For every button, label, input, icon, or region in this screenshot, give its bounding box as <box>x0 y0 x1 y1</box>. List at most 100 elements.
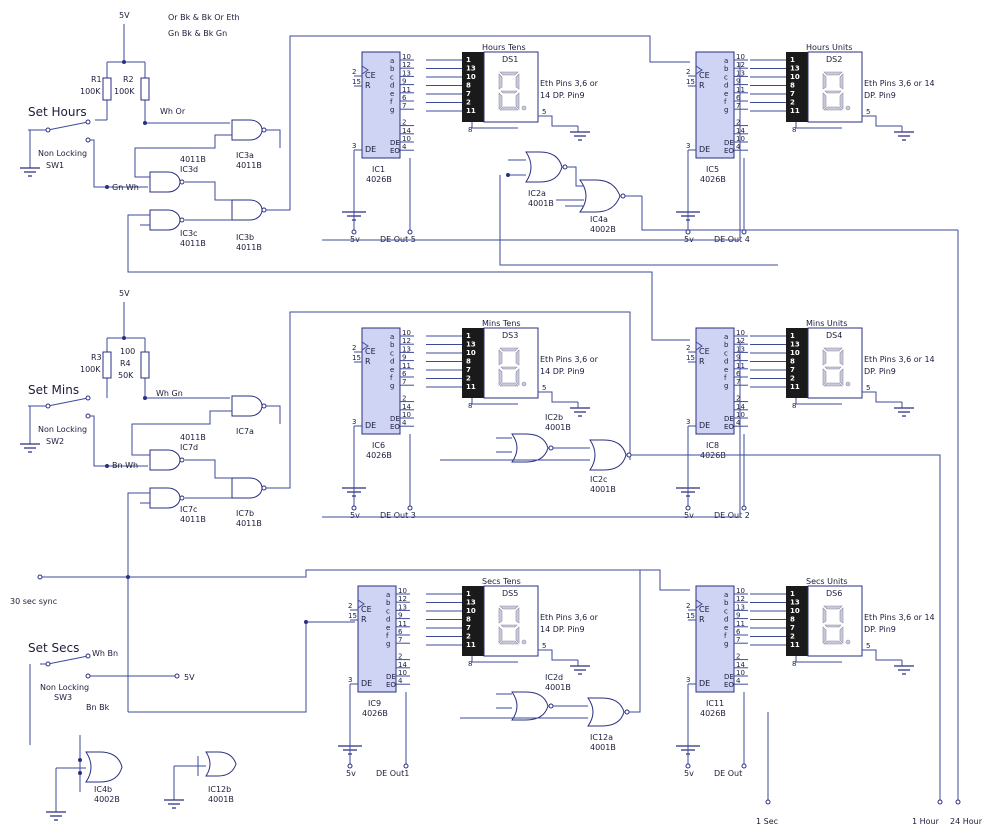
svg-text:12: 12 <box>402 61 411 69</box>
svg-text:d: d <box>724 358 728 366</box>
svg-text:2: 2 <box>402 395 406 403</box>
nor-ic2a <box>525 151 563 183</box>
svg-text:15: 15 <box>686 354 695 362</box>
svg-text:b: b <box>390 65 395 73</box>
svg-text:IC3b: IC3b <box>236 233 254 242</box>
svg-text:11: 11 <box>466 107 476 115</box>
svg-text:8: 8 <box>468 126 472 134</box>
nand-ic7d <box>149 449 181 471</box>
svg-text:7: 7 <box>790 366 795 374</box>
svg-text:10: 10 <box>790 349 800 357</box>
svg-text:2: 2 <box>686 68 690 76</box>
svg-text:a: a <box>724 333 728 341</box>
svg-text:2: 2 <box>352 344 356 352</box>
svg-text:8: 8 <box>466 358 471 366</box>
mins-set-section: 5V R3 100K 100 R4 50K Wh Gn Set Mins Non… <box>20 289 631 577</box>
svg-text:14: 14 <box>402 127 411 135</box>
svg-text:12: 12 <box>736 595 745 603</box>
resistor-r2 <box>140 77 150 101</box>
svg-text:11: 11 <box>790 383 800 391</box>
svg-text:5: 5 <box>542 642 546 650</box>
svg-text:DP. Pin9: DP. Pin9 <box>864 367 896 376</box>
svg-text:4001B: 4001B <box>545 683 571 692</box>
svg-text:a: a <box>724 57 728 65</box>
svg-text:4026B: 4026B <box>362 709 388 718</box>
svg-text:1: 1 <box>466 56 471 64</box>
svg-text:f: f <box>386 632 389 640</box>
svg-text:CE: CE <box>699 71 710 80</box>
svg-text:e: e <box>390 366 394 374</box>
svg-text:7: 7 <box>790 90 795 98</box>
svg-text:4001B: 4001B <box>545 423 571 432</box>
svg-text:14 DP. Pin9: 14 DP. Pin9 <box>540 91 585 100</box>
svg-text:IC12a: IC12a <box>590 733 613 742</box>
svg-text:2: 2 <box>398 653 402 661</box>
nand-ic3b <box>231 199 263 221</box>
svg-text:c: c <box>390 73 394 81</box>
svg-text:g: g <box>724 640 728 648</box>
svg-text:EO: EO <box>724 681 734 689</box>
svg-text:4026B: 4026B <box>700 175 726 184</box>
set-secs-label: Set Secs <box>28 641 79 655</box>
svg-text:EO: EO <box>386 681 396 689</box>
svg-text:R2: R2 <box>123 75 134 84</box>
svg-text:50K: 50K <box>118 371 134 380</box>
svg-text:IC11: IC11 <box>706 699 724 708</box>
svg-text:10: 10 <box>402 53 411 61</box>
svg-text:Non Locking: Non Locking <box>38 425 87 434</box>
svg-text:15: 15 <box>686 612 695 620</box>
note-line-1: Or Bk & Bk Or Eth <box>168 13 240 22</box>
svg-text:2: 2 <box>402 119 406 127</box>
svg-text:DE: DE <box>365 145 376 154</box>
svg-text:e: e <box>390 90 394 98</box>
svg-text:Eth Pins 3,6 or: Eth Pins 3,6 or <box>540 355 599 364</box>
svg-text:10: 10 <box>466 607 476 615</box>
svg-text:4026B: 4026B <box>366 175 392 184</box>
svg-text:8: 8 <box>792 660 796 668</box>
svg-text:4011B: 4011B <box>236 519 262 528</box>
svg-text:4001B: 4001B <box>590 743 616 752</box>
svg-text:1: 1 <box>790 56 795 64</box>
svg-text:DE Out1: DE Out1 <box>376 769 409 778</box>
svg-text:8: 8 <box>792 126 796 134</box>
svg-text:f: f <box>390 98 393 106</box>
svg-text:Hours Tens: Hours Tens <box>482 43 526 52</box>
svg-text:6: 6 <box>736 628 741 636</box>
svg-text:DP. Pin9: DP. Pin9 <box>864 625 896 634</box>
svg-text:11: 11 <box>466 383 476 391</box>
svg-text:f: f <box>724 632 727 640</box>
svg-text:Hours Units: Hours Units <box>806 43 852 52</box>
resistor-r1 <box>102 77 112 101</box>
svg-text:2: 2 <box>466 633 471 641</box>
svg-text:a: a <box>724 591 728 599</box>
svg-text:4026B: 4026B <box>700 709 726 718</box>
note-line-2: Gn Bk & Bk Gn <box>168 29 227 38</box>
svg-text:8: 8 <box>792 402 796 410</box>
svg-text:4002B: 4002B <box>94 795 120 804</box>
svg-text:1: 1 <box>466 590 471 598</box>
svg-text:13: 13 <box>466 341 476 349</box>
svg-text:d: d <box>724 616 728 624</box>
hours-set-section: 5V R1 100K R2 100K Wh Or Set Hours Non L… <box>20 11 690 341</box>
svg-text:8: 8 <box>468 402 472 410</box>
svg-text:DE: DE <box>390 415 400 423</box>
svg-text:Secs Units: Secs Units <box>806 577 848 586</box>
resistor-r3 <box>102 351 112 379</box>
svg-text:3: 3 <box>352 142 356 150</box>
svg-text:DE Out 2: DE Out 2 <box>714 511 750 520</box>
svg-text:10: 10 <box>736 669 745 677</box>
svg-text:100K: 100K <box>80 87 101 96</box>
svg-text:DS4: DS4 <box>826 331 842 340</box>
svg-text:100K: 100K <box>114 87 135 96</box>
svg-text:b: b <box>724 65 729 73</box>
svg-text:IC2c: IC2c <box>590 475 607 484</box>
svg-text:4011B: 4011B <box>236 243 262 252</box>
svg-text:DE: DE <box>724 673 734 681</box>
svg-text:4001B: 4001B <box>590 485 616 494</box>
svg-text:13: 13 <box>466 599 476 607</box>
